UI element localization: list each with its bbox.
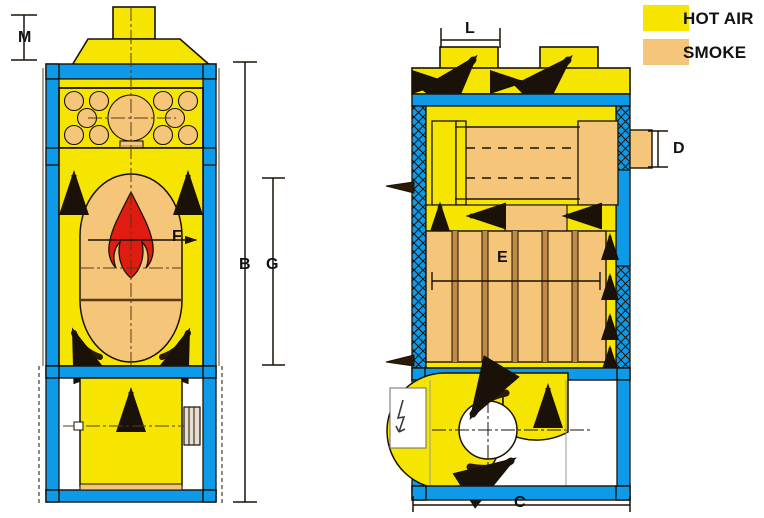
dim-D (648, 130, 668, 168)
lower-right-column (202, 377, 217, 495)
dim-L (440, 28, 501, 48)
pulley (183, 406, 201, 446)
side-base-right-foot (615, 485, 631, 501)
left-insulated-wall (411, 105, 427, 369)
side-view-group (385, 28, 668, 512)
hinge-brackets (385, 181, 415, 367)
side-mid-right-cap (616, 367, 631, 381)
dim-B (233, 61, 257, 503)
mid-panel-band (45, 365, 217, 379)
dim-label-E: E (497, 249, 508, 266)
hot-air-arrows (59, 170, 203, 215)
dim-M (11, 14, 37, 61)
front-centerlines (80, 7, 182, 366)
mid-band-right-cap (202, 365, 217, 379)
recirculation-arrows (71, 327, 191, 385)
legend-swatches (643, 5, 689, 65)
right-blue-column (202, 78, 217, 367)
base-panel-band (45, 489, 217, 503)
side-base-left-foot (411, 485, 427, 501)
base-right-foot (202, 489, 217, 503)
front-view-group (11, 6, 285, 506)
chamber-ribs (452, 231, 578, 362)
dim-C (412, 496, 631, 512)
front-reference-outline (38, 366, 223, 506)
chimney (112, 6, 156, 40)
electrical-panel (389, 387, 427, 449)
fan-rotation-arrows (452, 355, 520, 509)
smoke-outlet (629, 129, 653, 169)
side-lower-right-column (616, 379, 631, 491)
dim-label-B: B (239, 256, 251, 273)
side-reference-lines (429, 380, 567, 486)
dim-label-C: C (514, 494, 526, 511)
dim-label-L: L (465, 20, 475, 37)
left-blue-column (45, 78, 60, 367)
front-side-rails (42, 68, 220, 366)
dim-label-M: M (18, 29, 32, 46)
horizontal-tube-bundle (431, 120, 619, 206)
dim-E (431, 272, 601, 290)
base-left-foot (45, 489, 60, 503)
lower-left-column (45, 377, 60, 495)
legend-swatch-smoke (643, 39, 689, 65)
mid-band-left-cap (45, 365, 60, 379)
legend-label-hot-air: HOT AIR (683, 9, 754, 28)
side-top-band (411, 93, 631, 107)
dim-G (262, 177, 285, 366)
dim-label-F: F (172, 228, 182, 245)
dim-label-G: G (266, 256, 279, 273)
chamber-rib-outlines (451, 231, 579, 362)
legend-swatch-hot-air (643, 5, 689, 31)
plenum-outlet-arrows (420, 54, 573, 116)
legend-label-smoke: SMOKE (683, 43, 747, 62)
return-flow-arrows (426, 201, 602, 242)
top-hood (69, 38, 215, 68)
dim-label-D: D (673, 140, 685, 157)
bearing-block (73, 421, 84, 431)
fan-centerlines (432, 376, 590, 484)
base-tray (79, 483, 183, 491)
